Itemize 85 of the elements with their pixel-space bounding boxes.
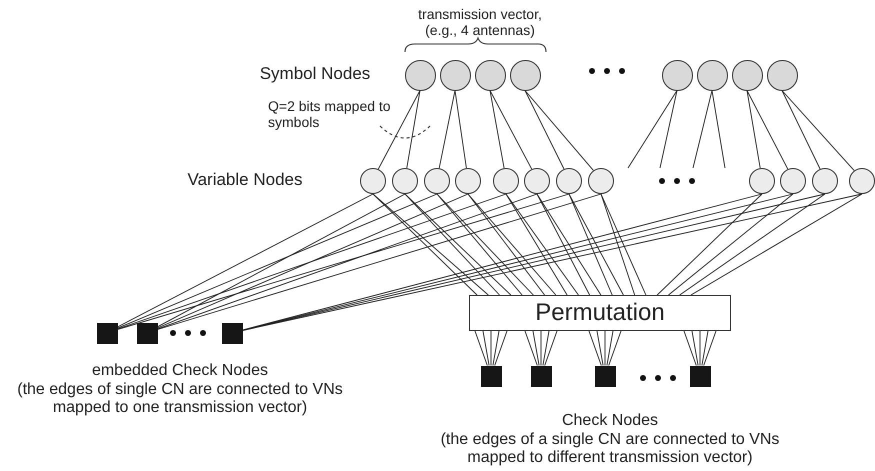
symbol-node	[440, 60, 470, 90]
variable-node	[455, 168, 481, 194]
connector-line	[782, 90, 821, 170]
variable-node	[424, 168, 450, 194]
connector-line	[628, 90, 678, 168]
caption-heading: embedded Check Nodes	[90, 362, 270, 380]
connector-line	[490, 90, 505, 169]
permutation-box: Permutation	[469, 295, 731, 331]
connector-line	[117, 194, 374, 328]
symbol-node	[732, 60, 762, 90]
connector-line	[540, 330, 542, 366]
connector-line	[438, 90, 456, 169]
variable-node	[493, 168, 519, 194]
connector-line	[454, 90, 467, 169]
connector-line	[157, 194, 468, 328]
variable-node	[849, 168, 875, 194]
connector-line	[544, 330, 558, 366]
connector-line	[490, 90, 532, 170]
connector-line	[492, 330, 500, 366]
connector-line	[746, 90, 761, 169]
check-node-square	[222, 322, 242, 344]
variable-node	[360, 168, 386, 194]
symbol-node	[474, 60, 506, 90]
connector-line	[588, 330, 602, 366]
check-node-square	[594, 366, 616, 386]
connector-line	[490, 330, 492, 366]
caption-heading: Check Nodes	[560, 412, 660, 430]
connector-line	[406, 90, 420, 169]
connector-line	[568, 194, 613, 296]
connector-line	[690, 194, 862, 296]
connector-line	[703, 330, 716, 366]
symbol-node	[510, 60, 540, 90]
connector-line	[600, 194, 646, 296]
check-node-square	[136, 322, 158, 344]
connector-line	[692, 330, 699, 366]
row-label: Variable Nodes	[186, 170, 304, 190]
connector-line	[524, 330, 538, 366]
connector-line	[701, 330, 708, 366]
connector-line	[568, 194, 624, 296]
symbol-node	[766, 60, 798, 90]
connector-line	[606, 330, 614, 366]
row-label: Symbol Nodes	[258, 64, 372, 84]
connector-line	[604, 330, 606, 366]
connector-line	[542, 330, 550, 366]
check-node-square	[480, 366, 502, 386]
connector-line	[157, 194, 406, 328]
variable-node	[524, 168, 550, 194]
connector-line	[684, 330, 697, 366]
connector-line	[482, 330, 490, 366]
connector-line	[117, 194, 438, 329]
connector-line	[782, 90, 855, 172]
symbol-node	[696, 60, 728, 90]
variable-node	[780, 168, 806, 194]
variable-node	[812, 168, 838, 194]
caption-text: (the edges of single CN are connected to VNs mapped to one transmission vector)	[16, 381, 344, 418]
connector-line	[536, 194, 590, 296]
caption-text: (the edges of a single CN are connected to VNs mapped to different transmission vector)	[440, 431, 780, 468]
connector-line	[378, 90, 420, 170]
symbol-node	[662, 60, 692, 90]
connector-line	[712, 90, 726, 168]
connector-line	[668, 194, 794, 296]
connector-line	[524, 90, 564, 170]
connector-line	[524, 90, 594, 171]
connector-line	[656, 194, 762, 296]
connector-line	[679, 194, 826, 296]
check-node-square	[690, 366, 710, 386]
variable-node	[588, 168, 614, 194]
connector-line	[532, 330, 540, 366]
variable-node	[392, 168, 418, 194]
annotation-text: Q=2 bits mapped to symbols	[268, 98, 392, 130]
symbol-node	[404, 60, 436, 90]
connector-line	[596, 330, 604, 366]
variable-node	[556, 168, 582, 194]
check-node-square	[96, 322, 118, 344]
connector-line	[608, 330, 622, 366]
connector-line	[474, 330, 488, 366]
connector-line	[746, 90, 788, 170]
connector-line	[660, 90, 678, 168]
connector-line	[536, 194, 602, 296]
variable-node	[749, 168, 775, 194]
connector-line	[600, 194, 636, 296]
connector-line	[494, 330, 508, 366]
annotation-text: transmission vector, (e.g., 4 antennas)	[417, 6, 543, 38]
connector-line	[692, 90, 712, 168]
check-node-square	[530, 366, 552, 386]
